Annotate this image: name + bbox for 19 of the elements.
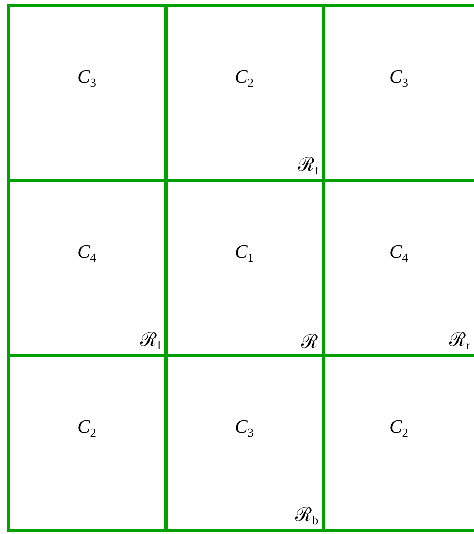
grid-cell <box>164 4 324 182</box>
region-label: C$_{3}$ <box>78 67 96 92</box>
grid-cell <box>164 354 324 532</box>
grid-cell <box>7 354 167 532</box>
region-label: C$_{2}$ <box>235 67 254 92</box>
region-label: C$_{3}$ <box>235 417 254 442</box>
corner-label: ℛ$_{r}$ <box>449 330 470 352</box>
region-label: C$_{2}$ <box>390 417 408 442</box>
region-label: C$_{1}$ <box>235 242 254 266</box>
corner-label: ℛ <box>302 332 318 353</box>
corner-label: ℛ$_{t}$ <box>298 155 318 176</box>
region-label: C$_{4}$ <box>78 242 96 266</box>
corner-label: ℛ$_{l}$ <box>140 330 161 352</box>
corner-label: ℛ$_{b}$ <box>295 505 318 526</box>
region-label: C$_{4}$ <box>390 242 408 266</box>
region-label: C$_{3}$ <box>390 67 408 92</box>
grid-cell <box>7 179 167 357</box>
region-label: C$_{2}$ <box>78 417 96 442</box>
grid-cell <box>7 4 167 182</box>
